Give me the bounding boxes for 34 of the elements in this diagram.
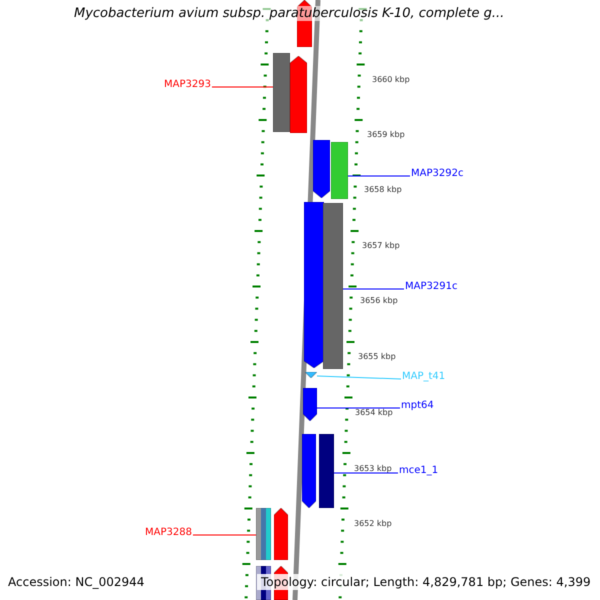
- leader-line: [192, 534, 256, 536]
- gene-feature: [331, 142, 348, 199]
- gene-label: MAP_t41: [402, 371, 446, 383]
- gene-marker: [305, 372, 317, 378]
- leader-line: [316, 376, 402, 380]
- gene-feature: [256, 508, 271, 560]
- gene-label: MAP3293: [164, 79, 211, 91]
- gene-feature: [302, 434, 316, 508]
- gene-label: mce1_1: [399, 465, 438, 477]
- scale-label: 3652 kbp: [354, 519, 392, 529]
- scale-label: 3655 kbp: [358, 352, 396, 362]
- scale-label: 3658 kbp: [364, 185, 402, 195]
- gene-feature: [303, 388, 317, 421]
- leader-line: [342, 288, 404, 290]
- scale-label: 3659 kbp: [367, 130, 405, 140]
- gene-feature: [304, 202, 324, 368]
- scale-label: 3657 kbp: [362, 241, 400, 251]
- scale-label: 3653 kbp: [354, 464, 392, 474]
- gene-feature: [319, 434, 334, 508]
- gene-feature: [273, 53, 290, 132]
- gene-feature: [274, 508, 288, 560]
- scale-label: 3660 kbp: [372, 75, 410, 85]
- gene-feature: [323, 203, 343, 369]
- leader-line: [334, 472, 398, 474]
- gene-label: MAP3291c: [405, 281, 458, 293]
- leader-line: [211, 86, 274, 88]
- gene-label: MAP3288: [145, 527, 192, 539]
- scale-label: 3656 kbp: [360, 296, 398, 306]
- title: Mycobacterium avium subsp. paratuberculosis K-10, complete g...: [74, 6, 504, 21]
- gene-feature: [290, 56, 307, 133]
- gene-label: MAP3292c: [411, 168, 464, 180]
- gene-feature: [313, 140, 330, 198]
- scale-label: 3654 kbp: [355, 408, 393, 418]
- gene-label: mpt64: [401, 400, 434, 412]
